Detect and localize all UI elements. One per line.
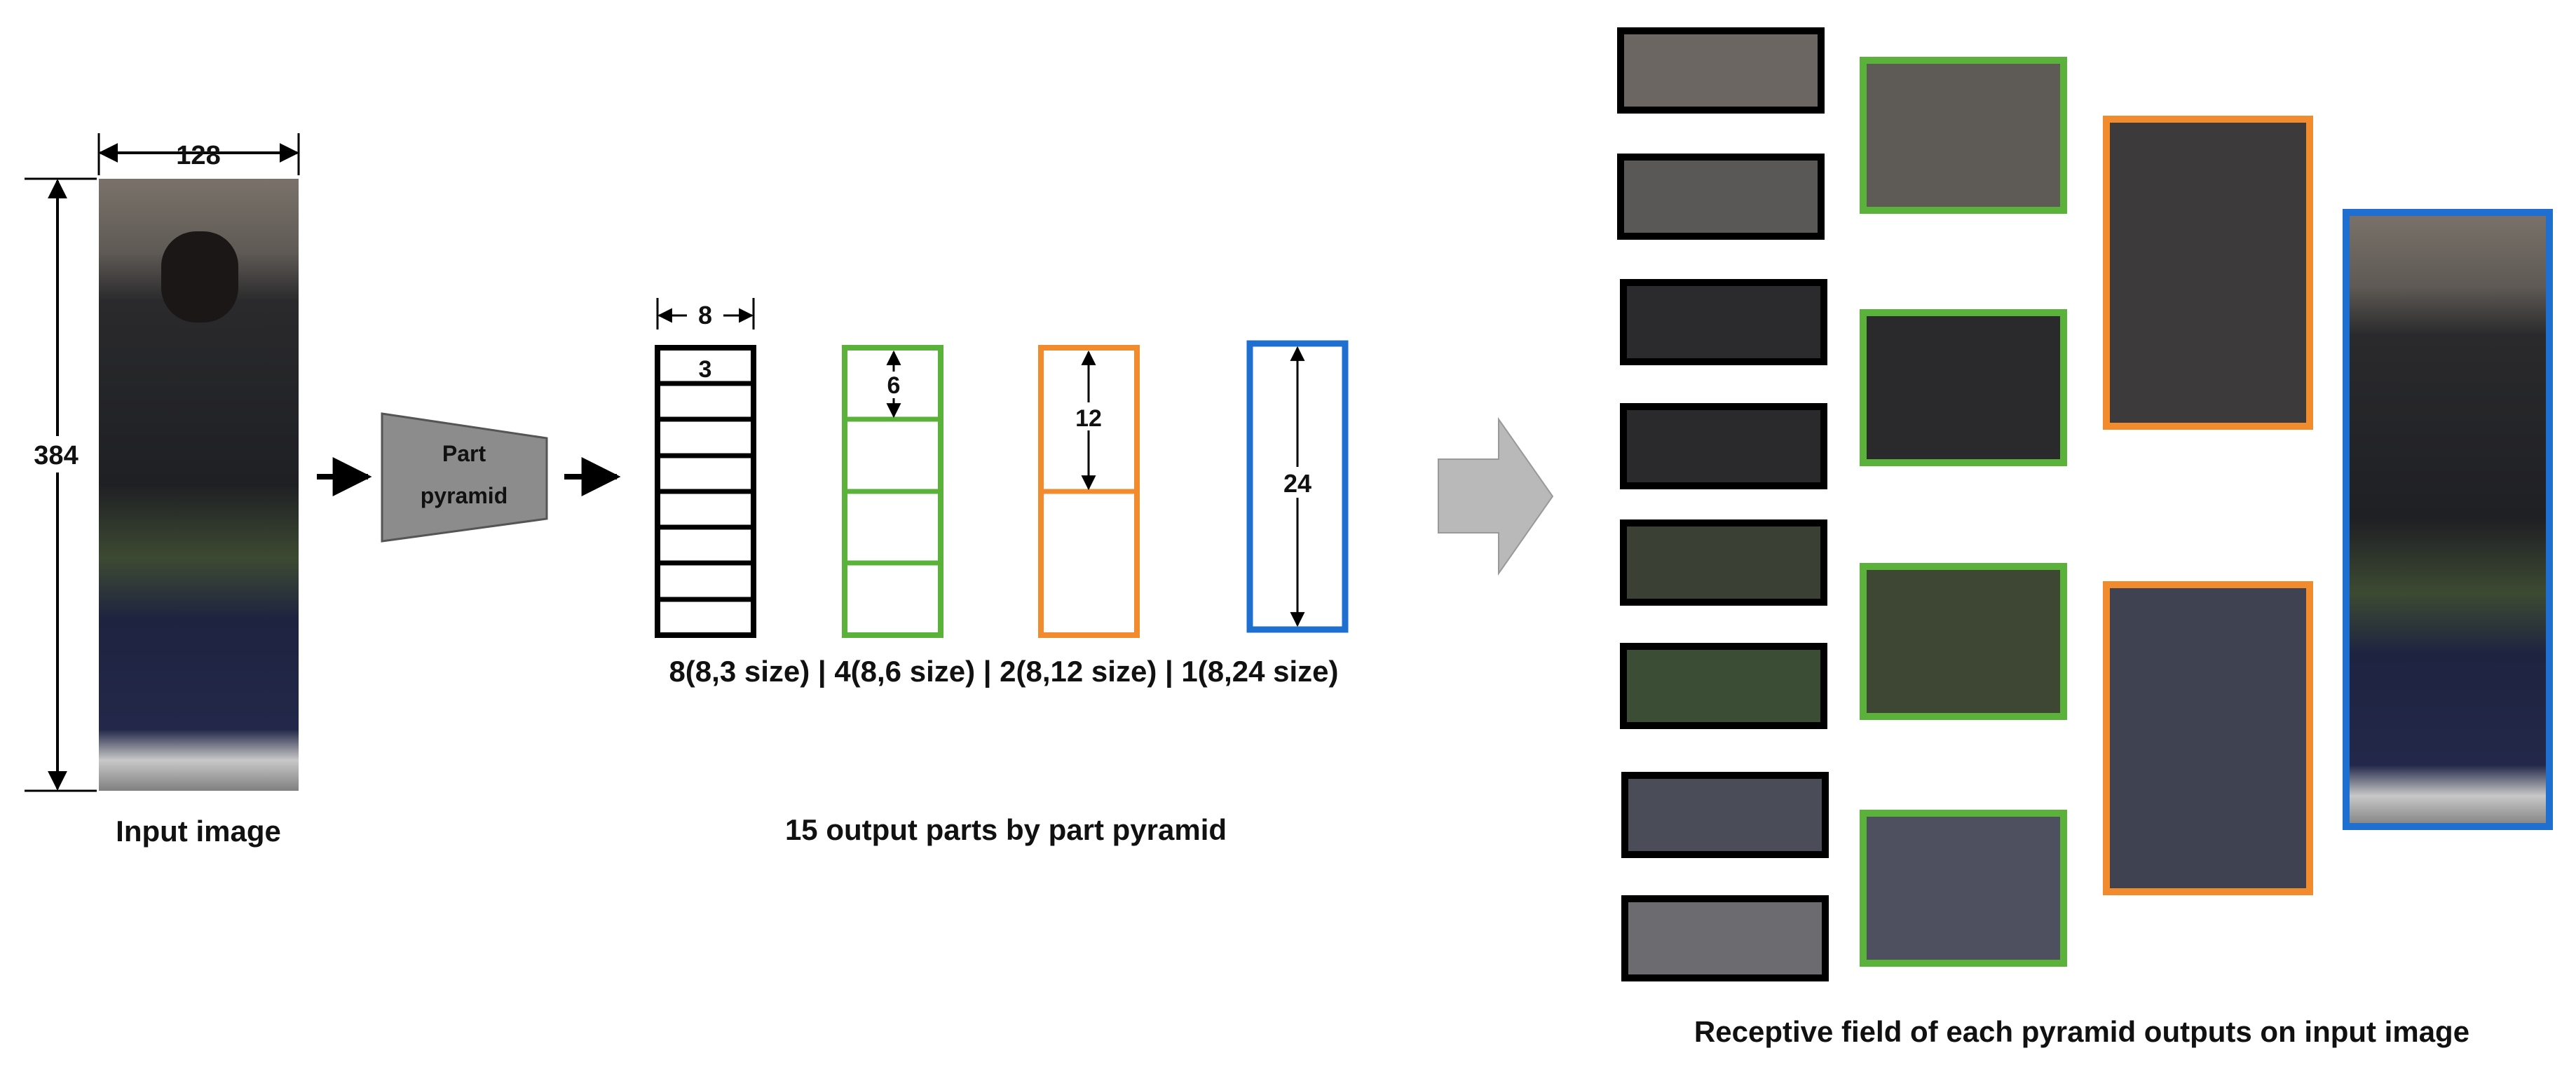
crop-level4-2	[1860, 309, 2067, 466]
level-8-height-label: 3	[699, 356, 712, 383]
crop-level8-8	[1621, 895, 1829, 981]
receptive-fields	[1617, 27, 2553, 981]
level-1-parts: 24	[1246, 340, 1349, 633]
level-2-height-bg	[1065, 402, 1112, 430]
input-width-label: 128	[176, 141, 220, 170]
crop-level4-1	[1860, 57, 2067, 214]
level-1-height-label: 24	[1283, 469, 1311, 498]
crop-level2-2	[2103, 581, 2313, 895]
levels-caption: 8(8,3 size) | 4(8,6 size) | 2(8,12 size)…	[669, 655, 1338, 688]
crop-level1-1	[2343, 209, 2553, 830]
crop-level8-1	[1617, 27, 1825, 114]
input-head	[161, 231, 238, 322]
pyramid-trapezoid	[381, 412, 548, 543]
crop-level2-1	[2103, 116, 2313, 430]
level-2-parts: 12	[1038, 345, 1140, 638]
level-1-height-bg	[1274, 467, 1321, 498]
level-8-parts: 8 3	[655, 298, 756, 638]
height-label-bg	[21, 436, 91, 473]
crop-level8-5	[1620, 519, 1827, 606]
outputs-caption: 15 output parts by part pyramid	[785, 813, 1227, 846]
crop-level8-4	[1620, 403, 1827, 489]
level-4-height-label: 6	[887, 372, 901, 399]
input-caption: Input image	[116, 815, 281, 848]
level-8-width-bg	[687, 298, 723, 329]
crop-level8-6	[1620, 643, 1827, 729]
part-pyramid-block: Part pyramid	[381, 412, 548, 543]
pyramid-label-line2: pyramid	[421, 483, 507, 508]
receptive-caption: Receptive field of each pyramid outputs …	[1694, 1015, 2469, 1048]
level-4-parts: 6	[842, 345, 943, 638]
crop-level4-4	[1860, 810, 2067, 967]
crop-level4-3	[1860, 563, 2067, 720]
crop-level8-3	[1620, 279, 1827, 365]
level-2-height-label: 12	[1075, 405, 1102, 432]
crop-level8-2	[1617, 154, 1825, 240]
crop-level8-7	[1621, 772, 1829, 858]
big-gray-arrow	[1438, 416, 1554, 576]
input-image-group: 128 384 Input image	[21, 133, 300, 848]
input-height-label: 384	[34, 441, 78, 470]
level-8-width-label: 8	[698, 301, 712, 329]
level-4-height-bg	[880, 372, 907, 398]
pyramid-label-line1: Part	[442, 441, 486, 466]
